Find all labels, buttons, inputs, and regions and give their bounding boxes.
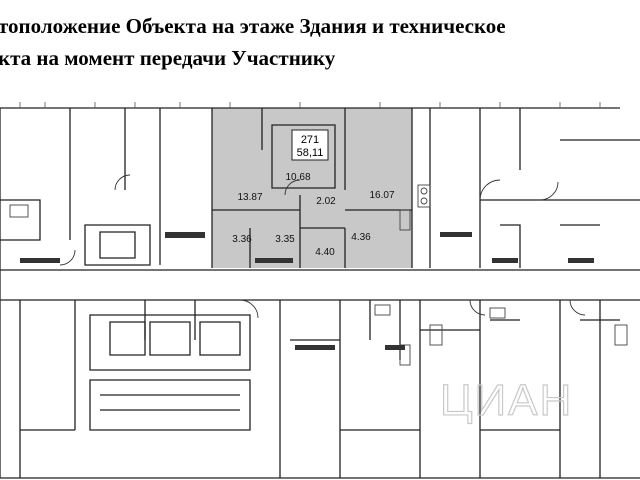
balconies	[20, 232, 594, 350]
window-marks	[19, 102, 601, 108]
unit-area: 58,11	[297, 147, 324, 159]
room-area-label: 3.36	[232, 234, 252, 245]
room-area-label: 10.68	[285, 172, 310, 183]
room-area-label: 4.40	[315, 247, 335, 258]
floor-walls	[0, 107, 640, 479]
title-line-2: кта на момент передачи Участнику	[0, 46, 336, 70]
room-area-label: 13.87	[237, 192, 262, 203]
fixtures	[9, 184, 628, 366]
watermark-logo: ЦИАН	[440, 376, 573, 425]
room-area-label: 4.36	[351, 232, 371, 243]
plan-title: тоположение Объекта на этаже Здания и те…	[0, 10, 640, 74]
title-line-1: тоположение Объекта на этаже Здания и те…	[0, 14, 506, 38]
door-swings	[59, 174, 586, 319]
room-area-label: 2.02	[316, 196, 336, 207]
unit-label-box	[291, 129, 329, 161]
room-area-label: 16.07	[369, 190, 394, 201]
room-area-label: 3.35	[275, 234, 295, 245]
unit-number: 271	[301, 134, 319, 146]
